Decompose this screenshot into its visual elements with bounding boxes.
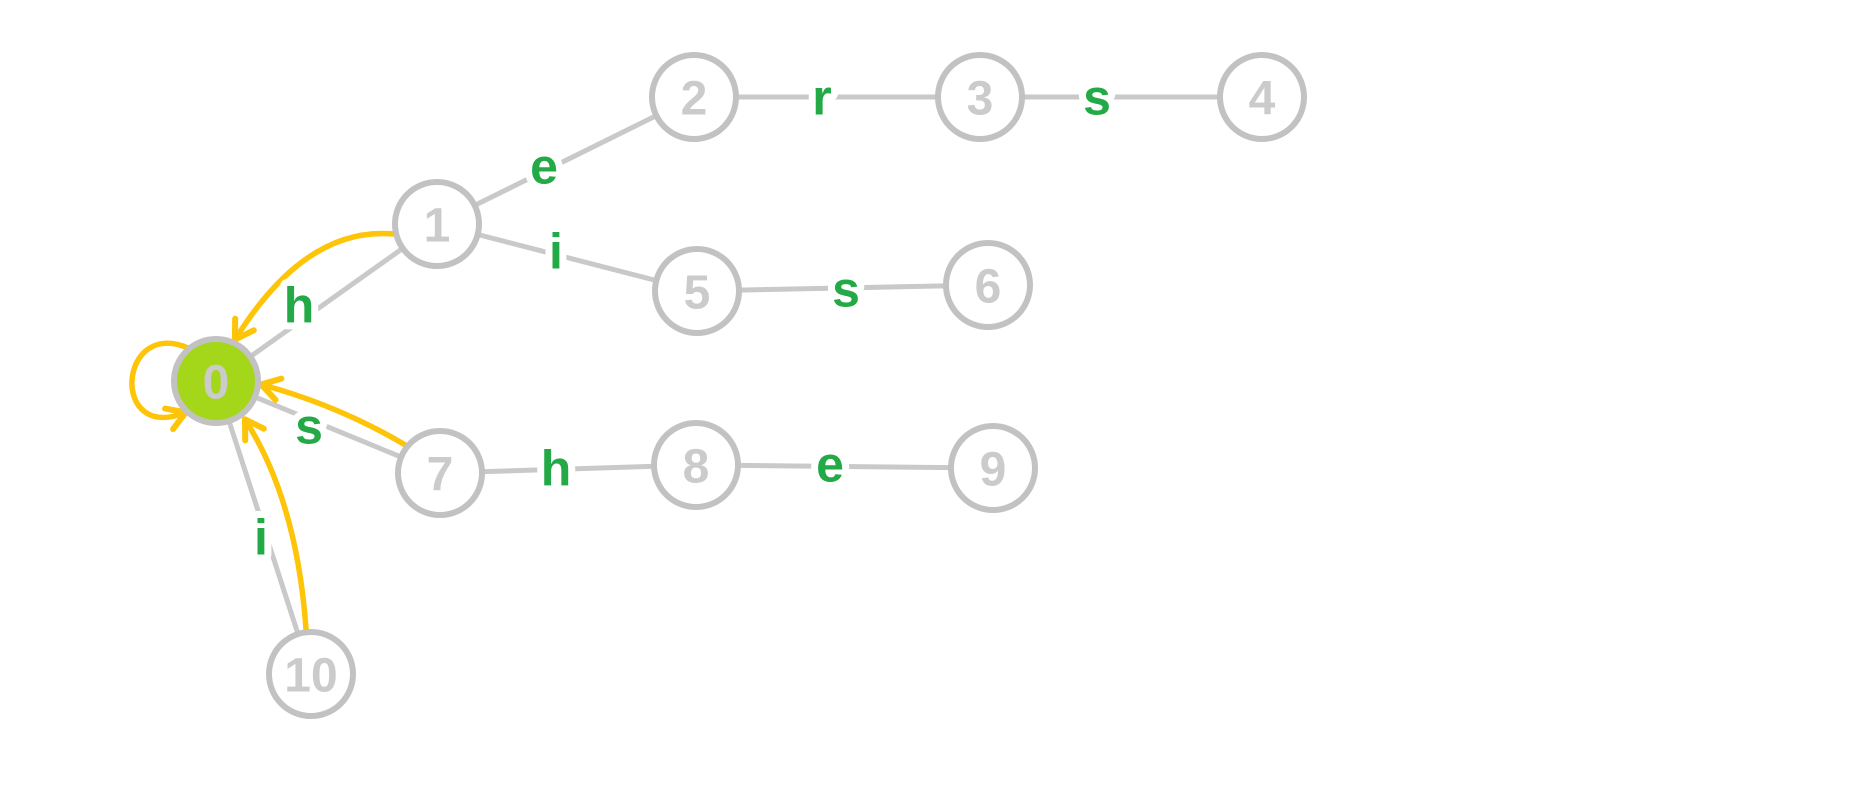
node-circle[interactable] [266, 629, 356, 719]
edge-label-0-10: i [254, 510, 268, 566]
edge-label-7-8: h [541, 441, 572, 497]
nodes-layer: 0 1 2 3 4 5 6 7 8 9 10 [171, 52, 1307, 719]
failure-edge-0-0 [129, 340, 191, 433]
edges-layer [213, 94, 1265, 677]
edge-label-3-4: s [1083, 70, 1111, 126]
node-1[interactable]: 1 [392, 179, 482, 269]
node-label-5: 5 [684, 266, 711, 319]
node-5[interactable]: 5 [652, 246, 742, 336]
edge-8-9 [693, 462, 996, 471]
edge-label-0-7: s [295, 399, 323, 455]
node-circle[interactable] [943, 240, 1033, 330]
failure-edge-1-0 [231, 230, 397, 343]
edge-label-1-5: i [549, 224, 563, 280]
edge-label-5-6: s [832, 262, 860, 318]
failure-edge-7-0 [258, 375, 410, 449]
node-label-7: 7 [427, 448, 454, 501]
node-circle[interactable] [395, 428, 485, 518]
node-label-0: 0 [203, 356, 230, 409]
node-label-8: 8 [683, 440, 710, 493]
edge-label-1-2: e [530, 139, 558, 195]
edge-0-1 [213, 221, 440, 384]
node-6[interactable]: 6 [943, 240, 1033, 330]
node-label-4: 4 [1249, 72, 1276, 125]
node-label-3: 3 [967, 72, 994, 125]
node-circle[interactable] [652, 246, 742, 336]
node-circle-highlighted[interactable] [171, 336, 261, 426]
node-0[interactable]: 0 [171, 336, 261, 426]
node-circle[interactable] [1217, 52, 1307, 142]
node-circle[interactable] [392, 179, 482, 269]
node-10[interactable]: 10 [266, 629, 356, 719]
node-label-6: 6 [975, 260, 1002, 313]
node-label-9: 9 [980, 443, 1007, 496]
node-label-10: 10 [284, 649, 337, 702]
edge-label-2-3: r [812, 70, 831, 126]
node-4[interactable]: 4 [1217, 52, 1307, 142]
failure-edges-layer [129, 230, 410, 632]
node-9[interactable]: 9 [948, 423, 1038, 513]
node-circle[interactable] [649, 52, 739, 142]
node-label-1: 1 [424, 199, 451, 252]
edge-label-8-9: e [816, 437, 844, 493]
edge-label-0-1: h [284, 278, 315, 334]
node-8[interactable]: 8 [651, 420, 741, 510]
edge-0-10 [213, 378, 314, 677]
node-3[interactable]: 3 [935, 52, 1025, 142]
node-circle[interactable] [935, 52, 1025, 142]
node-2[interactable]: 2 [649, 52, 739, 142]
edge-5-6 [694, 282, 991, 294]
node-label-2: 2 [681, 72, 708, 125]
node-circle[interactable] [651, 420, 741, 510]
node-circle[interactable] [948, 423, 1038, 513]
failure-edge-10-0 [241, 416, 309, 632]
edge-1-2 [434, 94, 697, 227]
node-7[interactable]: 7 [395, 428, 485, 518]
